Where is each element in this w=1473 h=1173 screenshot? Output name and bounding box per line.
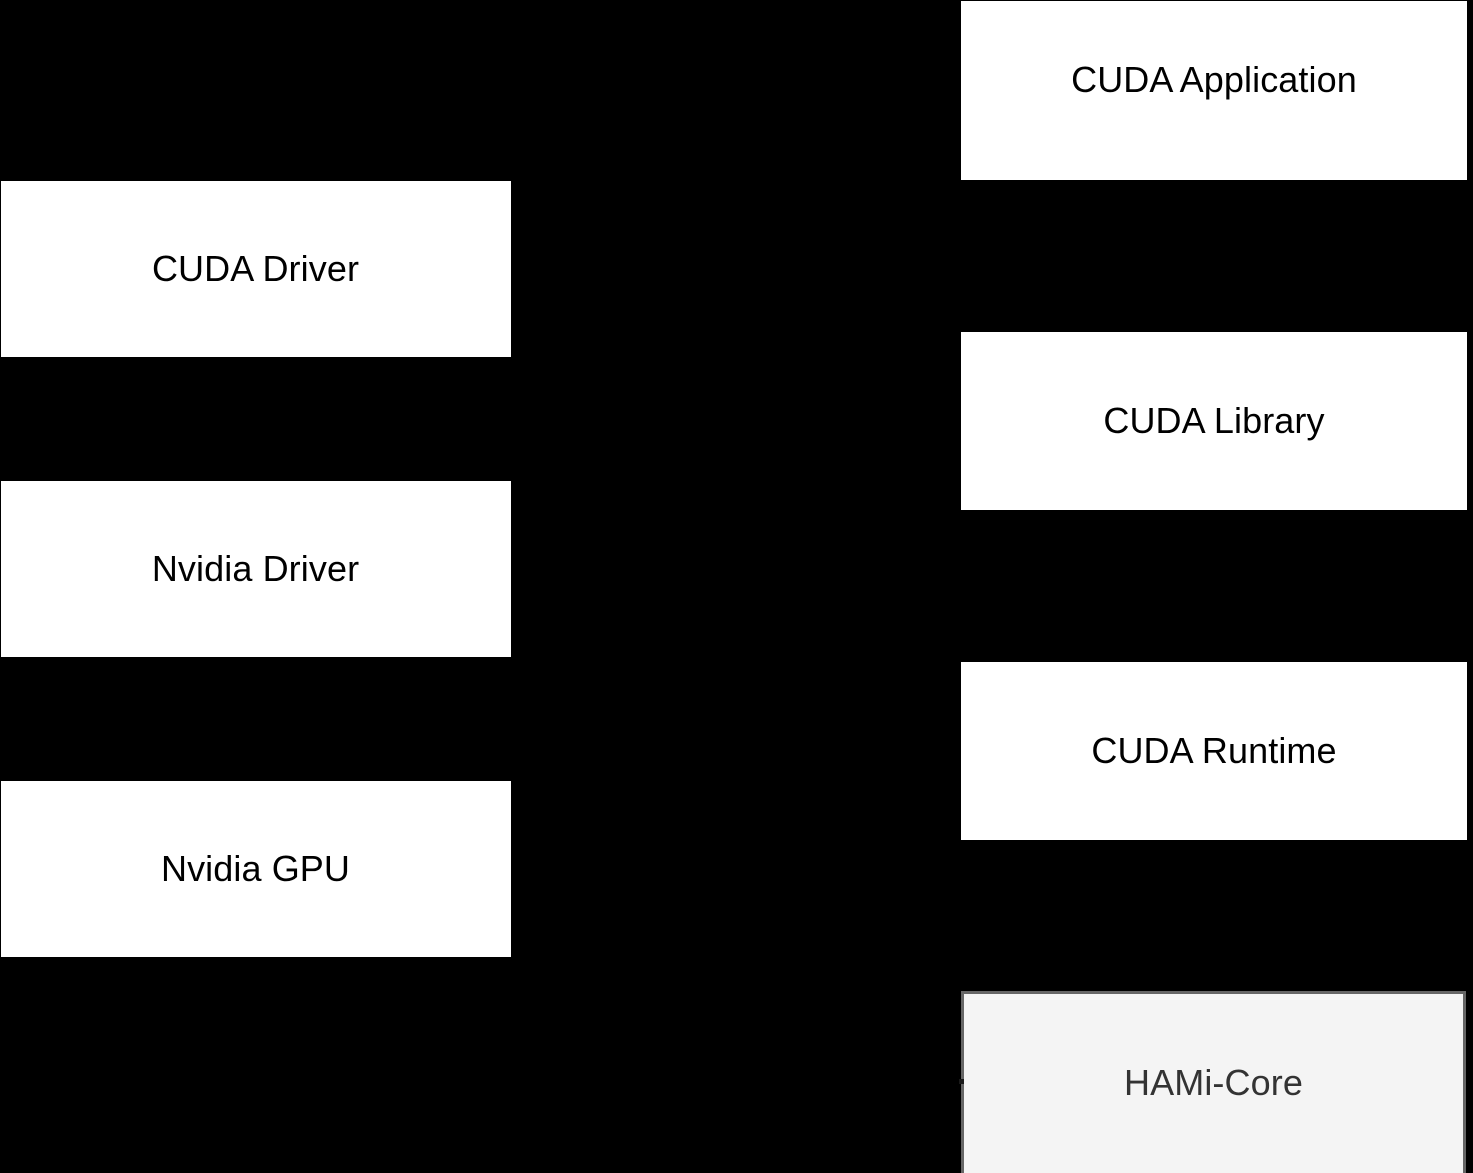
node-cuda-library-label: CUDA Library: [1103, 400, 1325, 442]
canvas-edge-top: [0, 0, 1473, 1]
node-cuda-application[interactable]: CUDA Application: [961, 0, 1467, 180]
node-hami-core-label: HAMi-Core: [1124, 1062, 1303, 1104]
node-cuda-library[interactable]: CUDA Library: [961, 332, 1467, 510]
node-cuda-runtime-label: CUDA Runtime: [1091, 730, 1337, 772]
node-cuda-application-label: CUDA Application: [1071, 59, 1357, 101]
node-nvidia-driver-label: Nvidia Driver: [151, 548, 360, 590]
node-cuda-driver[interactable]: CUDA Driver: [0, 181, 511, 357]
node-cuda-runtime[interactable]: CUDA Runtime: [961, 662, 1467, 840]
canvas-edge-left: [0, 0, 1, 1173]
node-cuda-driver-label: CUDA Driver: [151, 248, 360, 290]
node-nvidia-gpu[interactable]: Nvidia GPU: [0, 781, 511, 957]
canvas-edge-right: [1467, 0, 1473, 1173]
node-nvidia-driver[interactable]: Nvidia Driver: [0, 481, 511, 657]
node-hami-core[interactable]: HAMi-Core: [961, 991, 1466, 1173]
node-nvidia-gpu-label: Nvidia GPU: [160, 848, 351, 890]
connector-arrow-icon: [959, 1079, 964, 1084]
